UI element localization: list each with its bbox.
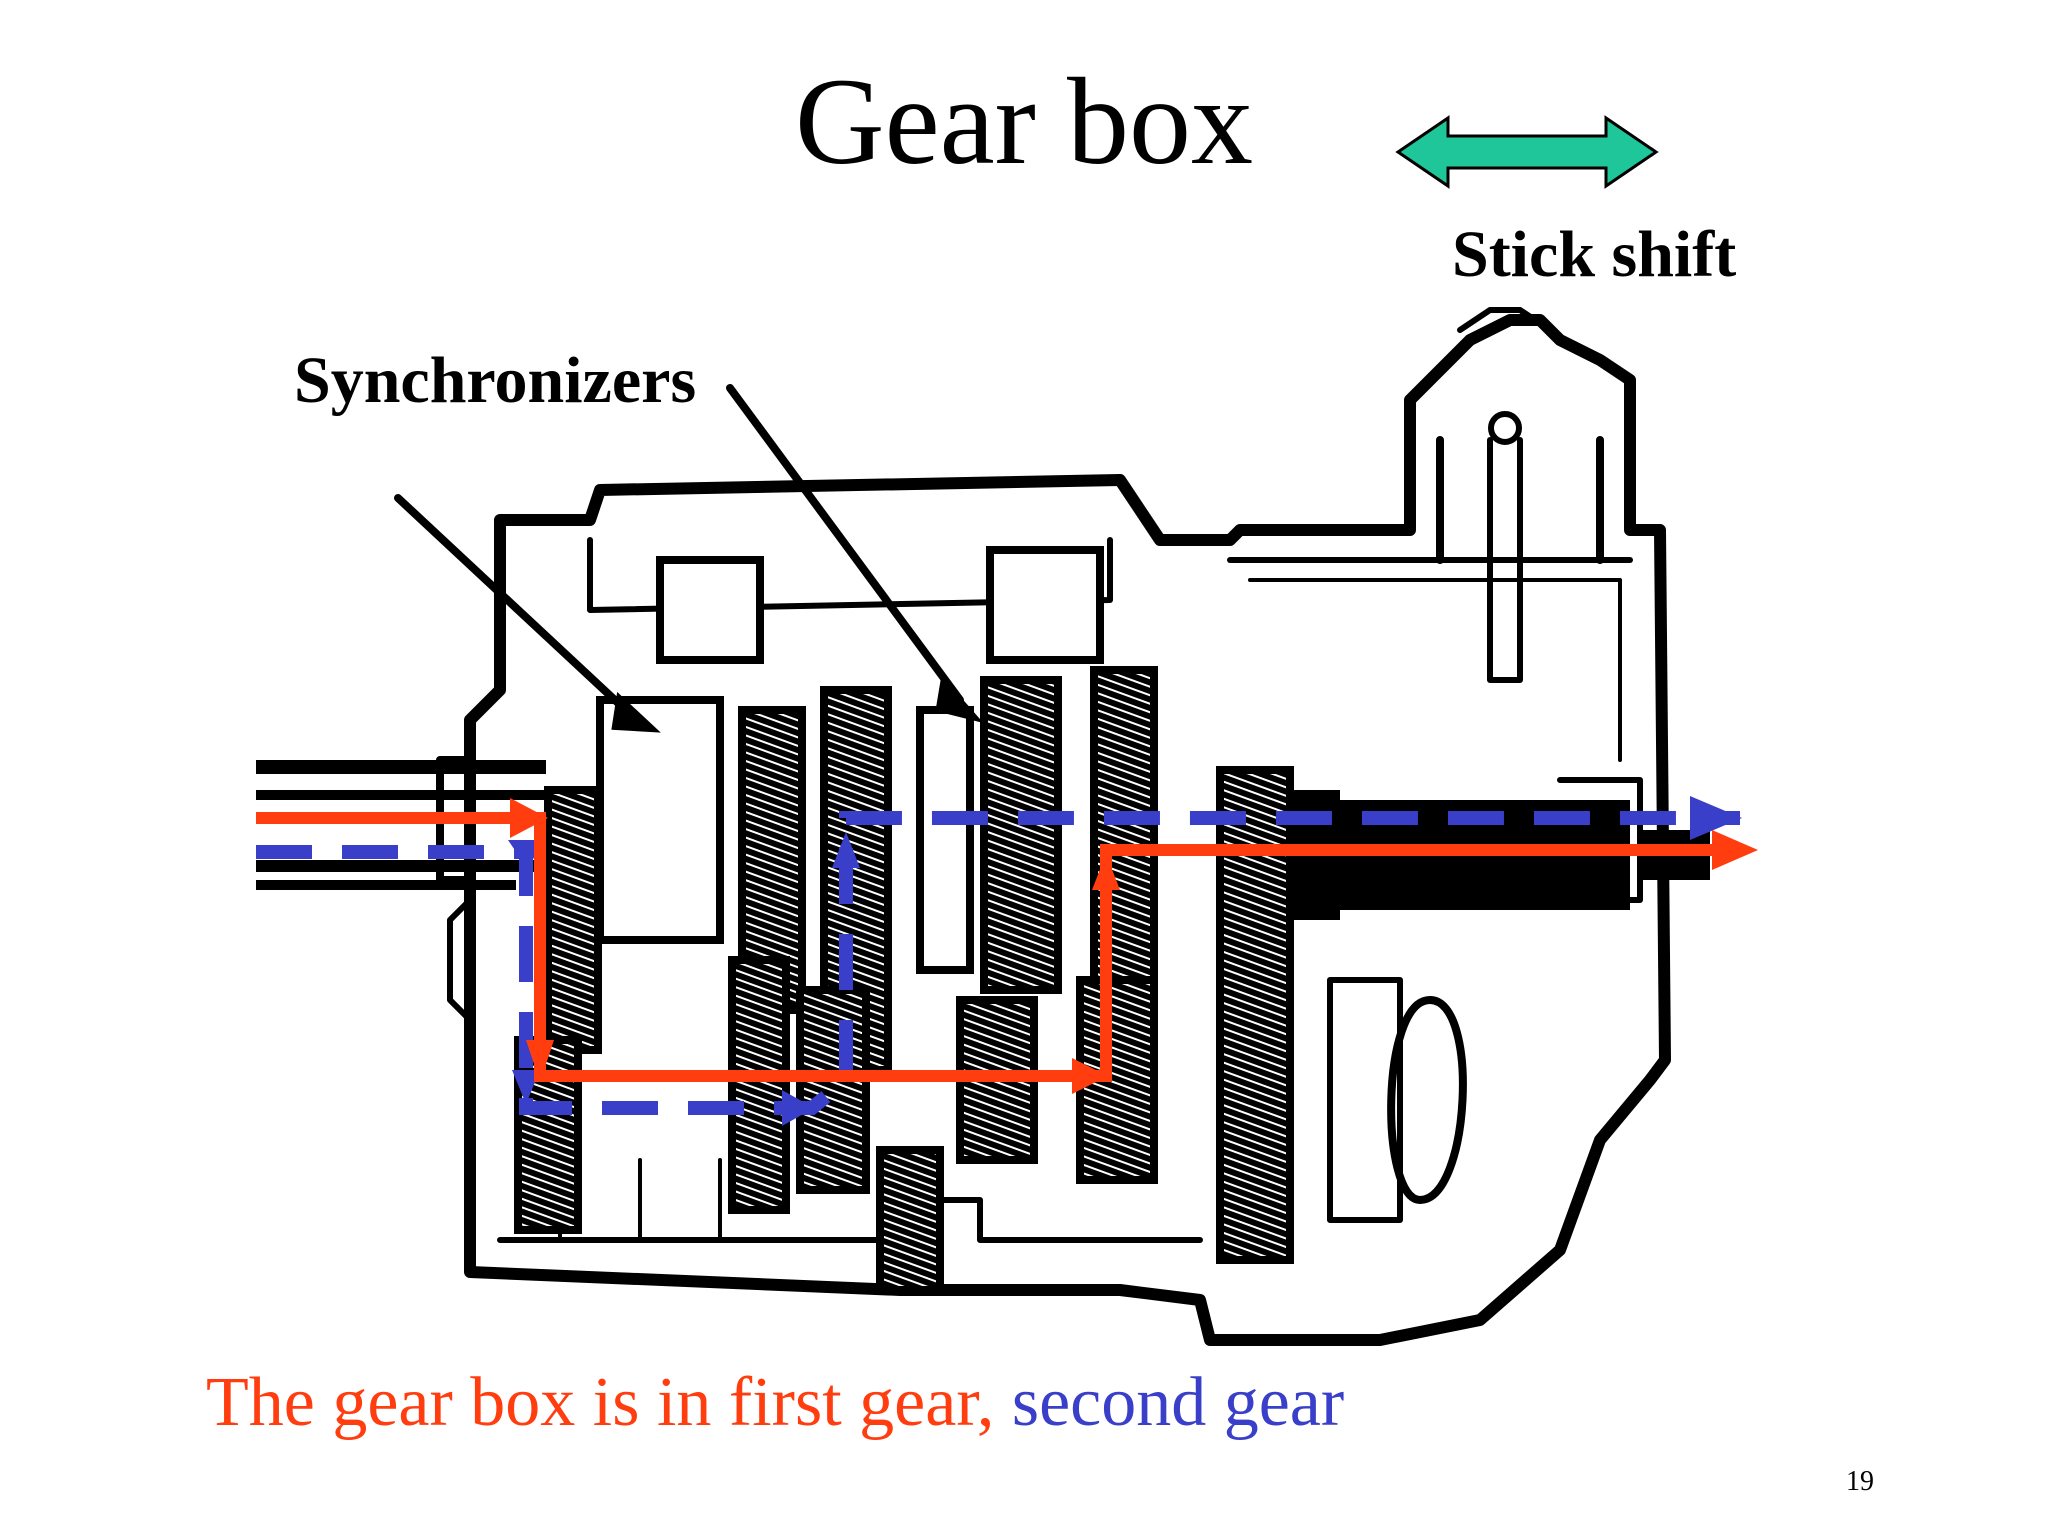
page-number: 19 [1846,1466,1874,1497]
stick-shift-label: Stick shift [1452,218,1737,291]
slide-title: Gear box [795,53,1253,190]
mainshaft-gears [544,666,1294,1264]
first-gear-power-path [256,812,1712,1082]
input-shaft [256,760,546,890]
synchronizers-label: Synchronizers [294,344,697,417]
first-gear-arrowheads [510,798,1758,1094]
gear-caption: The gear box is in first gear, second ge… [206,1368,1344,1438]
synchronizer-pointer-lines [394,384,984,733]
synchronizer-sleeves [596,546,1104,974]
double-headed-arrow-icon [1395,115,1659,189]
caption-first-gear: The gear box is in first gear, [206,1364,995,1441]
caption-second-gear: second gear [1011,1364,1345,1441]
